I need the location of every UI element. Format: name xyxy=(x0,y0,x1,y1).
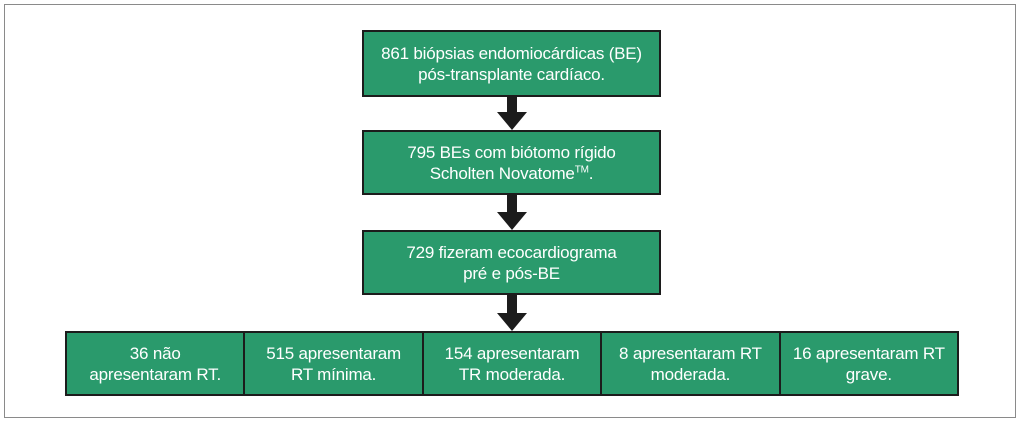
arrow-down-icon xyxy=(497,195,527,230)
flow-step-biopsies-line2: pós-transplante cardíaco. xyxy=(418,64,605,84)
outcome-severe-tr-line1: 16 apresentaram RT xyxy=(792,343,945,363)
outcome-moderate-tr-b-line1: 8 apresentaram RT xyxy=(619,343,762,363)
outcome-moderate-tr-a-line2: TR moderada. xyxy=(458,364,566,384)
bioptome-brand: Scholten Novatome xyxy=(429,163,575,183)
outcome-no-tr-line1: 36 não xyxy=(129,343,181,363)
arrow-down-icon xyxy=(497,295,527,331)
outcome-moderate-tr-b-line2: moderada. xyxy=(650,364,731,384)
outcome-severe-tr-line2: grave. xyxy=(845,364,892,384)
flow-step-biopsies: 861 biópsias endomiocárdicas (BE) pós-tr… xyxy=(362,30,661,97)
outcome-severe-tr: 16 apresentaram RT grave. xyxy=(781,333,957,394)
outcome-minimal-tr: 515 apresentaram RT mínima. xyxy=(245,333,424,394)
outcome-minimal-tr-line1: 515 apresentaram xyxy=(266,343,401,363)
outcome-moderate-tr-b: 8 apresentaram RT moderada. xyxy=(602,333,781,394)
flow-step-echocardiogram-line1: 729 fizeram ecocardiograma xyxy=(406,242,617,262)
outcome-no-tr-line2: apresentaram RT. xyxy=(89,364,221,384)
outcome-no-tr: 36 não apresentaram RT. xyxy=(67,333,246,394)
outcome-minimal-tr-line2: RT mínima. xyxy=(290,364,377,384)
flow-step-biopsies-line1: 861 biópsias endomiocárdicas (BE) xyxy=(381,43,642,63)
flow-step-rigid-bioptome-line2: Scholten NovatomeTM. xyxy=(430,163,594,184)
outcome-row: 36 não apresentaram RT. 515 apresentaram… xyxy=(65,331,959,396)
outcome-moderate-tr-a: 154 apresentaram TR moderada. xyxy=(424,333,603,394)
flow-step-rigid-bioptome: 795 BEs com biótomo rígido Scholten Nova… xyxy=(362,130,661,195)
flow-step-echocardiogram: 729 fizeram ecocardiograma pré e pós-BE xyxy=(362,230,661,295)
flow-step-rigid-bioptome-line1: 795 BEs com biótomo rígido xyxy=(407,142,616,162)
trademark-mark: TM xyxy=(574,163,589,175)
flow-step-echocardiogram-line2: pré e pós-BE xyxy=(463,263,560,283)
outcome-moderate-tr-a-line1: 154 apresentaram xyxy=(444,343,580,363)
bioptome-brand-end: . xyxy=(588,163,594,183)
arrow-down-icon xyxy=(497,97,527,130)
